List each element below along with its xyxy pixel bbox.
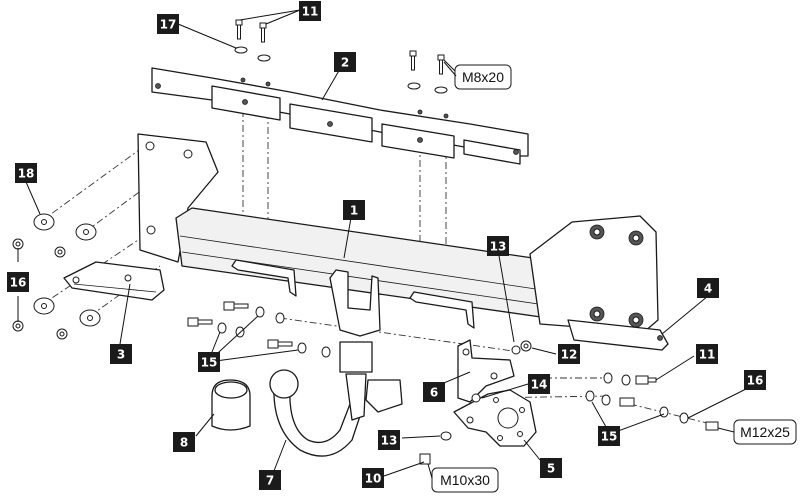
svg-text:14: 14 xyxy=(531,378,548,392)
part-3-lower-bracket xyxy=(63,261,165,301)
part-6-socket-plate xyxy=(457,339,515,403)
label-16-left: 16 xyxy=(7,272,29,292)
bolt-size-callouts: M8x20 M12x25 M10x30 xyxy=(427,61,797,493)
label-15-left: 15 xyxy=(198,352,220,372)
svg-text:1: 1 xyxy=(350,204,358,218)
label-6: 6 xyxy=(423,382,445,402)
label-5: 5 xyxy=(540,458,562,478)
part-1-cross-beam xyxy=(137,133,659,337)
svg-text:16: 16 xyxy=(747,374,764,388)
svg-text:5: 5 xyxy=(547,462,555,476)
label-11: 11 xyxy=(696,344,718,364)
svg-text:15: 15 xyxy=(601,430,618,444)
label-18: 18 xyxy=(15,163,37,183)
svg-text:M10x30: M10x30 xyxy=(440,472,490,488)
svg-text:2: 2 xyxy=(341,56,349,70)
label-14: 14 xyxy=(528,374,550,394)
label-13-top: 13 xyxy=(487,236,509,256)
svg-text:8: 8 xyxy=(180,436,188,450)
part-number-labels: 17 11 2 1 18 16 3 15 13 4 12 11 16 6 14 … xyxy=(7,1,766,490)
svg-text:13: 13 xyxy=(381,434,398,448)
label-15-right: 15 xyxy=(598,426,620,446)
label-3: 3 xyxy=(110,344,132,364)
label-16-right: 16 xyxy=(744,370,766,390)
svg-text:7: 7 xyxy=(266,474,274,488)
svg-text:15: 15 xyxy=(201,356,218,370)
part-5-socket-bracket xyxy=(453,389,537,447)
label-10: 10 xyxy=(362,468,384,488)
part-7-tow-ball-neck xyxy=(269,341,403,457)
svg-text:10: 10 xyxy=(365,472,382,486)
callout-m8x20: M8x20 xyxy=(454,64,512,90)
label-7: 7 xyxy=(259,470,281,490)
label-9: 11 xyxy=(299,1,321,21)
svg-text:11: 11 xyxy=(302,5,319,19)
label-1: 1 xyxy=(343,200,365,220)
part-8-ball-cap xyxy=(211,379,251,431)
label-17: 17 xyxy=(157,14,179,34)
svg-text:M8x20: M8x20 xyxy=(462,69,504,85)
svg-text:6: 6 xyxy=(430,386,438,400)
svg-text:12: 12 xyxy=(561,348,578,362)
fasteners xyxy=(12,19,719,465)
svg-text:13: 13 xyxy=(490,240,507,254)
callout-m10x30: M10x30 xyxy=(431,467,499,493)
svg-text:M12x25: M12x25 xyxy=(740,424,790,440)
label-13-bottom: 13 xyxy=(378,430,400,450)
callout-m12x25: M12x25 xyxy=(733,419,797,445)
label-2: 2 xyxy=(334,52,356,72)
label-4: 4 xyxy=(697,278,719,298)
label-8: 8 xyxy=(173,432,195,452)
svg-text:17: 17 xyxy=(160,18,177,32)
part-4-side-bracket xyxy=(567,319,669,351)
svg-text:11: 11 xyxy=(699,348,716,362)
svg-text:3: 3 xyxy=(117,348,125,362)
part-2-upper-bracket xyxy=(151,67,529,165)
label-12: 12 xyxy=(558,344,580,364)
svg-text:18: 18 xyxy=(18,167,35,181)
svg-text:4: 4 xyxy=(704,282,712,296)
svg-text:16: 16 xyxy=(10,276,27,290)
